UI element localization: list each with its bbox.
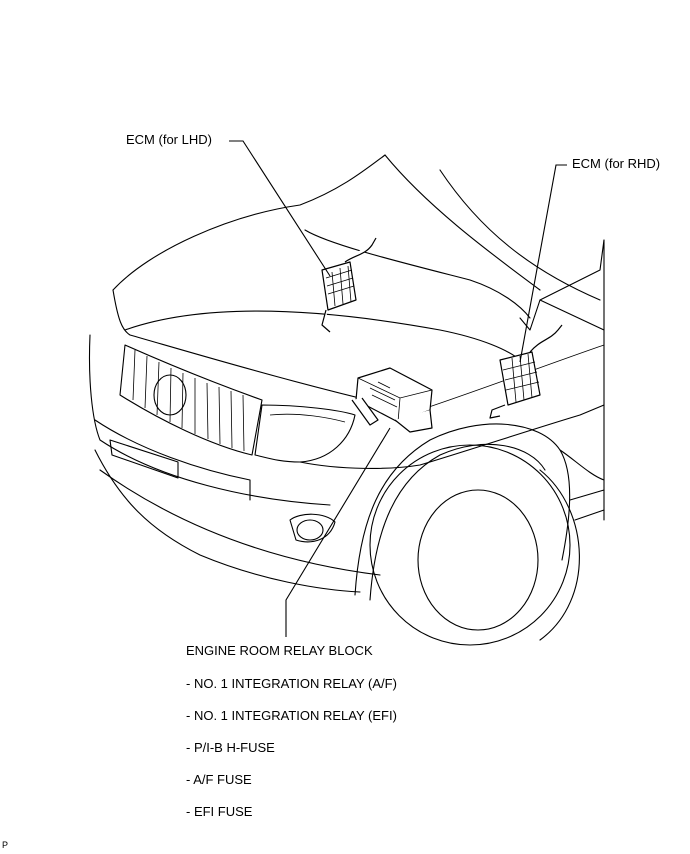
engine-room-relay-block [351,367,433,433]
ecm-rhd-unit [489,324,563,419]
component-item: - A/F FUSE [186,772,252,787]
ecm-lhd-label: ECM (for LHD) [126,132,212,147]
figure-code: P [2,840,9,850]
leader-relay-block [285,427,391,637]
callout-leader-lines [229,140,567,637]
ecm-rhd-label: ECM (for RHD) [572,156,661,171]
leader-ecm-rhd [519,164,567,363]
component-item: - NO. 1 INTEGRATION RELAY (EFI) [186,708,397,723]
ecm-lhd-unit [321,237,377,333]
component-item: - EFI FUSE [186,804,253,819]
relay-block-label: ENGINE ROOM RELAY BLOCK [186,643,373,658]
vehicle-body-outline [88,154,605,646]
leader-ecm-lhd [229,140,331,277]
component-item: - NO. 1 INTEGRATION RELAY (A/F) [186,676,397,691]
component-item: - P/I-B H-FUSE [186,740,275,755]
